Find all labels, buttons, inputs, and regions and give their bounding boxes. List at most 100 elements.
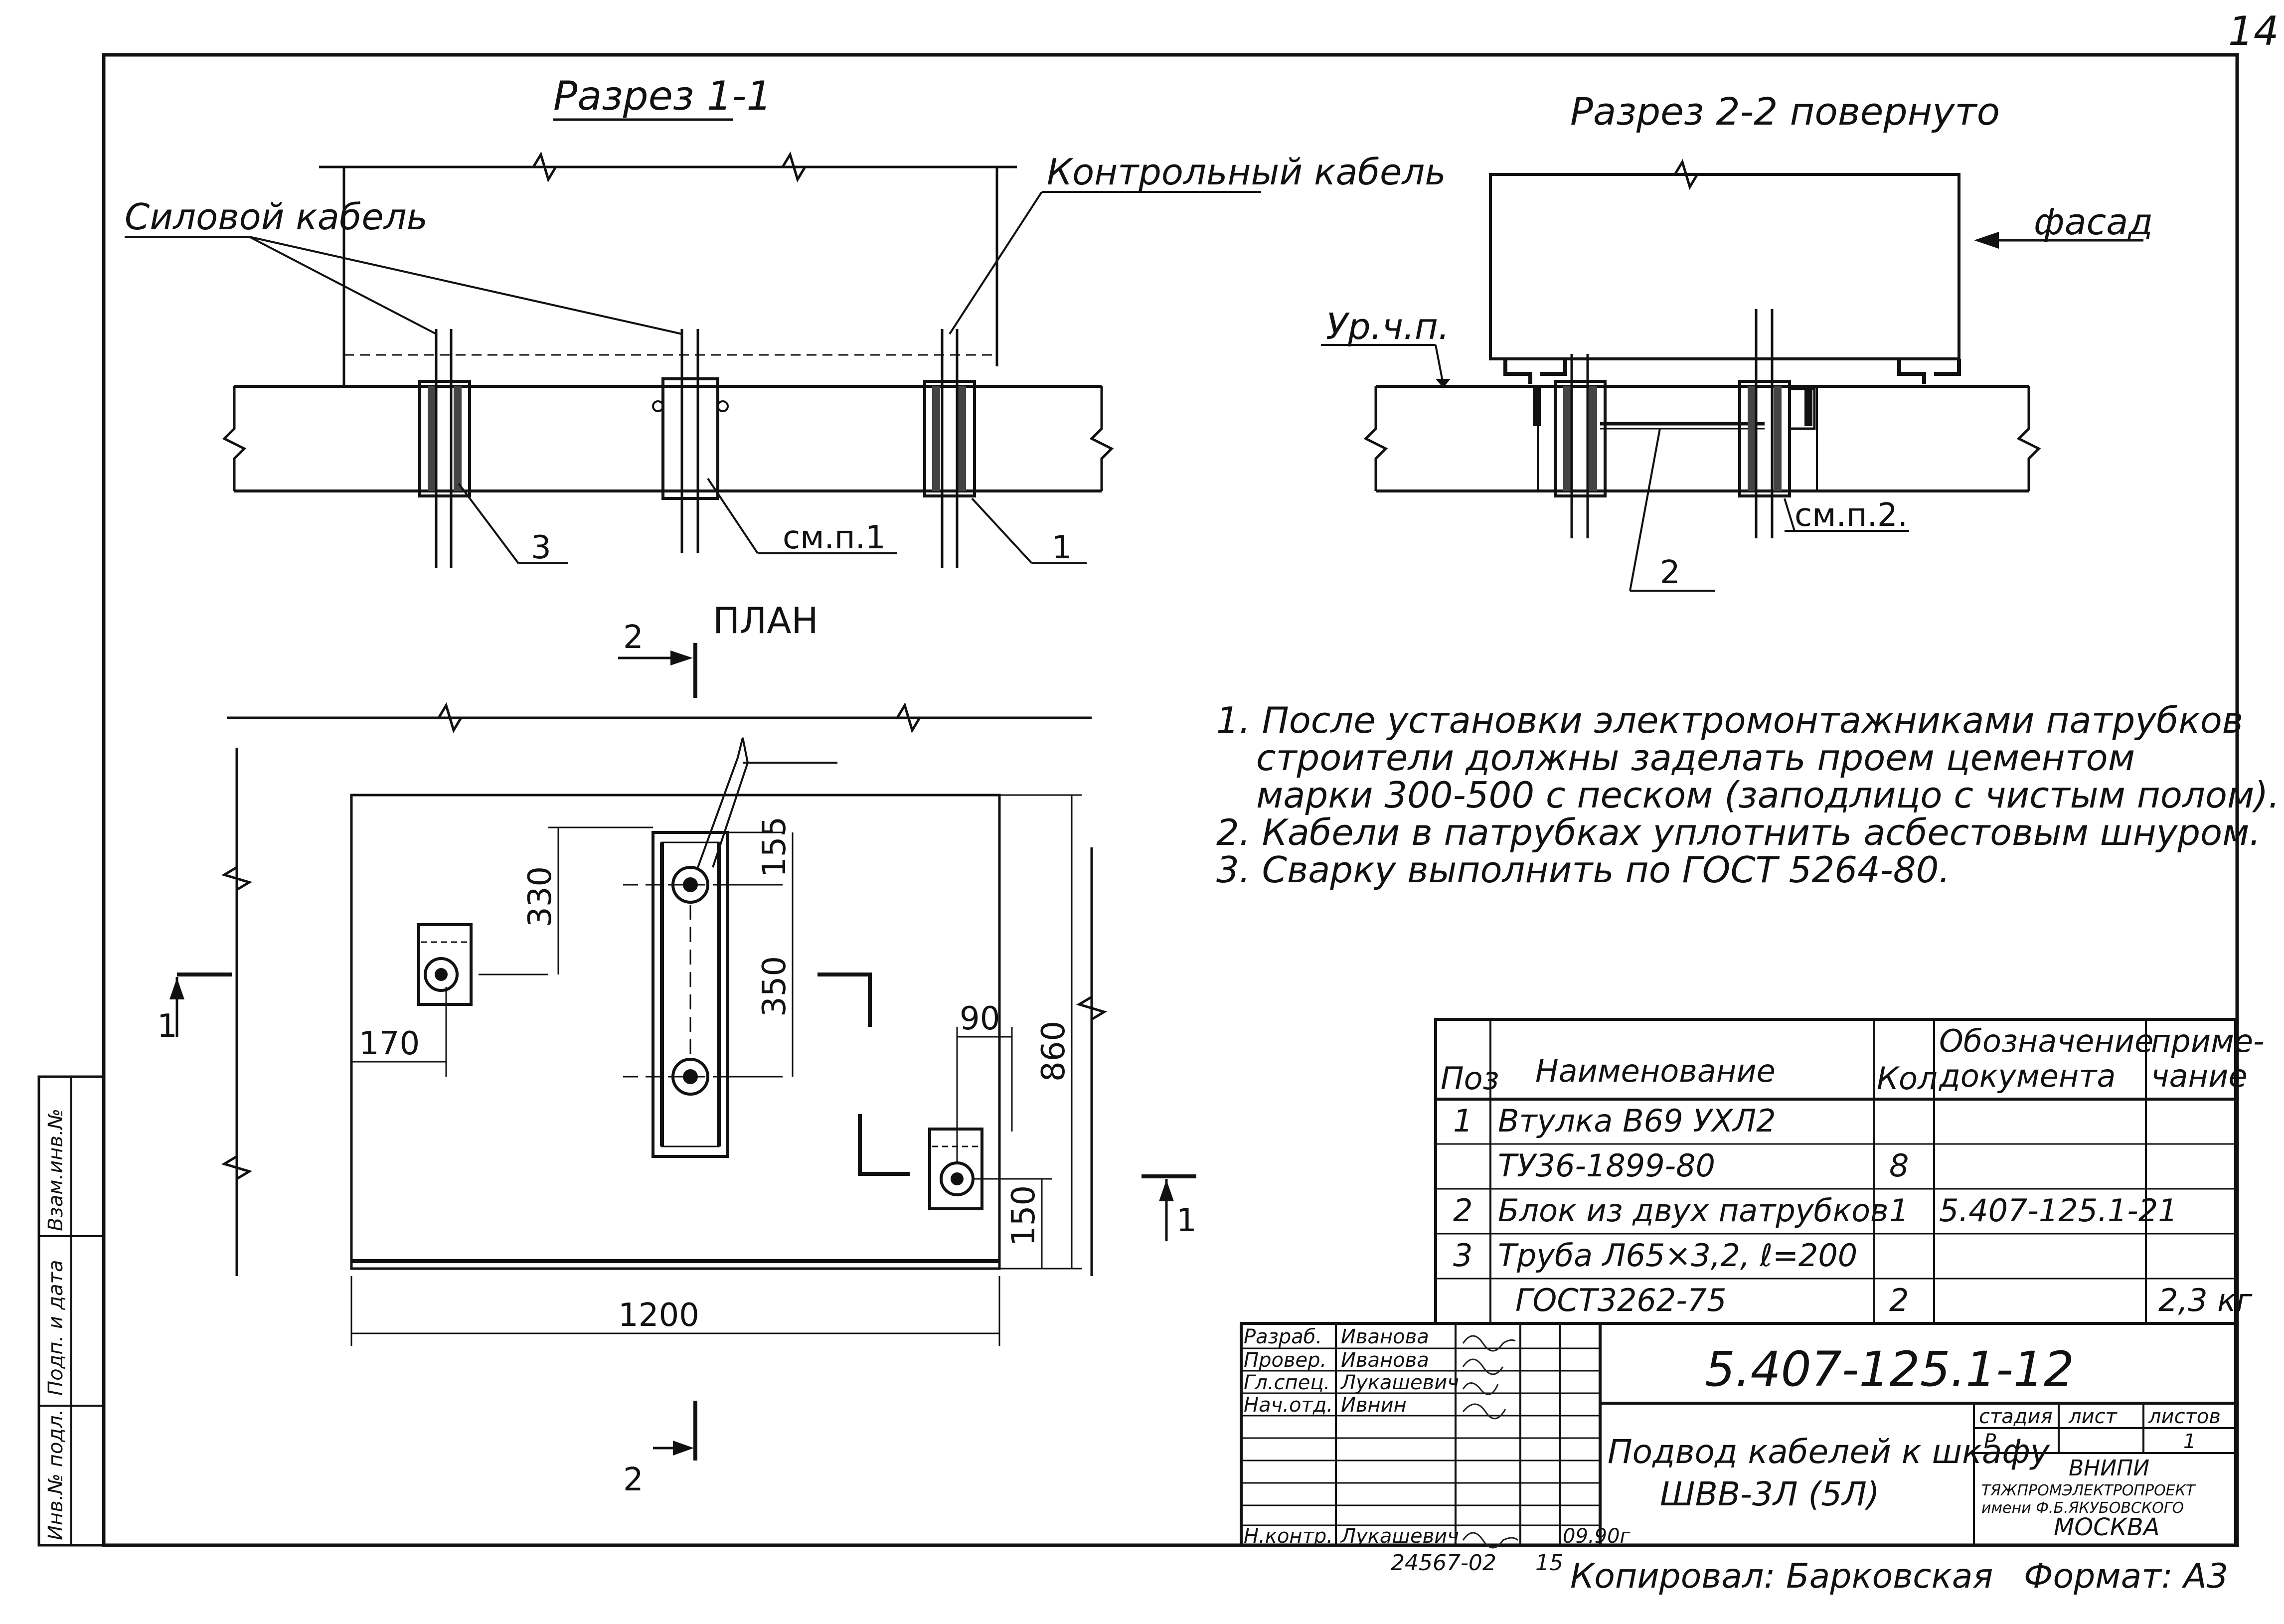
svg-text:1: 1 — [1453, 1103, 1472, 1139]
cut-1-right-label: 1 — [1176, 1202, 1197, 1239]
leader-control-cable — [949, 191, 1043, 335]
note-line-5: 3. Сварку выполнить по ГОСТ 5264-80. — [1216, 849, 1950, 891]
sheet-format: Формат: А3 — [2024, 1557, 2228, 1596]
slab-break-right-2 — [2016, 386, 2041, 491]
label-power-cable: Силовой кабель — [125, 196, 428, 238]
leader-power-cable — [249, 236, 437, 335]
spec-header-qty: Кол — [1877, 1060, 1938, 1097]
name-developer: Иванова — [1341, 1325, 1429, 1348]
document-code: 5.407-125.1-12 — [1705, 1341, 2074, 1397]
svg-text:Труба Л65×3,2, ℓ=200: Труба Л65×3,2, ℓ=200 — [1498, 1237, 1857, 1274]
specification-table: Поз Наименование Кол Обозначение докумен… — [1434, 1018, 2264, 1325]
sheet-label: лист — [2068, 1405, 2118, 1428]
weld-plate-right — [1804, 386, 1812, 426]
dimension-lines — [350, 794, 1082, 1346]
org-line-1: ВНИПИ — [2069, 1456, 2149, 1481]
table-row: 2 Блок из двух патрубков 1 5.407-125.1-2… — [1453, 1192, 2178, 1229]
name-norm-control: Лукашевич — [1340, 1525, 1459, 1548]
drawing-title-2: ШВВ-3Л (5Л) — [1660, 1475, 1880, 1513]
note-line-2: строители должны заделать проем цементом — [1256, 737, 2135, 779]
dim-170: 170 — [359, 1025, 420, 1062]
svg-text:5.407-125.1-21: 5.407-125.1-21 — [1939, 1192, 2178, 1229]
note-line-3: марки 300-500 с песком (заподлицо с чист… — [1256, 774, 2280, 816]
floor-opening — [1537, 385, 1818, 492]
cabinet-body — [1489, 173, 1960, 360]
floor-opening-plan — [350, 794, 1001, 1270]
break-mark — [221, 1155, 253, 1180]
svg-text:2: 2 — [1453, 1192, 1472, 1229]
note-line-1: 1. После установки электромонтажниками п… — [1216, 699, 2243, 741]
svg-text:Блок из двух патрубков: Блок из двух патрубков — [1498, 1192, 1889, 1229]
name-checker: Иванова — [1341, 1349, 1429, 1372]
cut-2-bottom-label: 2 — [623, 1462, 644, 1498]
cut-1-left-label: 1 — [157, 1008, 177, 1045]
sleeve-plan-left — [417, 923, 473, 1006]
callout-3: 3 — [531, 529, 551, 566]
plan-view: ПЛАН 2 2 1 1 — [157, 600, 1197, 1498]
cabinet-leg-left — [1503, 359, 1532, 384]
name-chief-specialist: Лукашевич — [1340, 1371, 1459, 1394]
spec-header-pos: Поз — [1441, 1060, 1499, 1097]
pipe-block-plan — [623, 737, 837, 1158]
sleeve-plan-right — [928, 1128, 983, 1210]
slab-break-right — [1089, 386, 1114, 491]
leader-power-cable-2 — [249, 236, 682, 335]
spec-header-doc-1: Обозначение — [1939, 1023, 2153, 1059]
stage-value: Р — [1984, 1430, 1996, 1453]
spec-header-remark-2: чание — [2151, 1058, 2248, 1094]
section-1-1: Разрез 1-1 — [125, 73, 1446, 568]
svg-text:2: 2 — [1889, 1282, 1909, 1318]
dim-1200: 1200 — [618, 1297, 699, 1334]
side-stamp-replace-inv: Взам.инв.№ — [44, 1109, 67, 1231]
cabinet-leg-right — [1897, 359, 1926, 384]
leader-callout-2 — [1629, 428, 1661, 591]
role-chief-specialist: Гл.спец. — [1244, 1371, 1330, 1394]
break-mark — [437, 702, 463, 734]
break-mark — [1076, 995, 1108, 1021]
sleeve-2-left — [1554, 354, 1607, 538]
break-mark — [781, 151, 807, 183]
label-floor-level: Ур.ч.п. — [1326, 306, 1450, 347]
break-mark — [896, 702, 921, 734]
name-dept-head: Ивнин — [1341, 1394, 1407, 1417]
sleeve-2-right — [1738, 309, 1791, 538]
floor-level-mark — [1436, 379, 1451, 388]
cut-2-top-label: 2 — [623, 619, 644, 656]
leader-callout-3 — [458, 483, 519, 564]
floor-level-leader — [1435, 344, 1444, 384]
sheets-value: 1 — [2183, 1430, 2196, 1453]
table-row: ТУ36-1899-80 8 — [1498, 1147, 1909, 1184]
weld-plate-left — [1533, 386, 1541, 426]
role-norm-control: Н.контр. — [1244, 1525, 1333, 1548]
callout-see-note-2: см.п.2. — [1795, 497, 1908, 534]
side-stamp-inv-orig: Инв.№ подл. — [44, 1409, 67, 1540]
svg-text:Втулка В69 УХЛ2: Втулка В69 УХЛ2 — [1498, 1103, 1776, 1139]
role-developer: Разраб. — [1244, 1325, 1322, 1348]
sheet-frame — [102, 53, 2239, 1547]
svg-text:3: 3 — [1453, 1237, 1472, 1274]
svg-text:ГОСТ3262-75: ГОСТ3262-75 — [1515, 1282, 1727, 1318]
section-mark-lower — [858, 1114, 910, 1176]
sleeve-left — [418, 329, 471, 568]
title-block: Разраб. Иванова Провер. Иванова Гл.спец.… — [1240, 1322, 2237, 1549]
cabinet-leg-mid — [1540, 359, 1567, 376]
spec-header-doc-2: документа — [1939, 1058, 2116, 1094]
dim-350: 350 — [756, 956, 793, 1017]
sleeve-right — [923, 329, 976, 568]
dim-150: 150 — [1005, 1185, 1042, 1246]
leader-callout-see-note-1 — [707, 478, 759, 554]
section-2-title: Разрез 2-2 повернуто — [1570, 89, 2000, 134]
signatures — [1462, 1335, 1519, 1549]
callout-1: 1 — [1052, 529, 1072, 566]
section-2-2: Разрез 2-2 повернуто — [1321, 89, 2153, 592]
callout-2: 2 — [1660, 554, 1680, 591]
section-1-title: Разрез 1-1 — [553, 73, 772, 119]
dim-90: 90 — [960, 1000, 1000, 1037]
table-row: 3 Труба Л65×3,2, ℓ=200 — [1453, 1237, 1857, 1274]
cut-2-bottom-arrowhead — [673, 1441, 694, 1456]
svg-text:2,3 кг: 2,3 кг — [2158, 1282, 2253, 1318]
table-row: ГОСТ3262-75 2 2,3 кг — [1515, 1282, 2253, 1318]
copied-by: Копировал: Барковская — [1570, 1557, 1993, 1596]
leader-callout-1 — [971, 497, 1033, 564]
